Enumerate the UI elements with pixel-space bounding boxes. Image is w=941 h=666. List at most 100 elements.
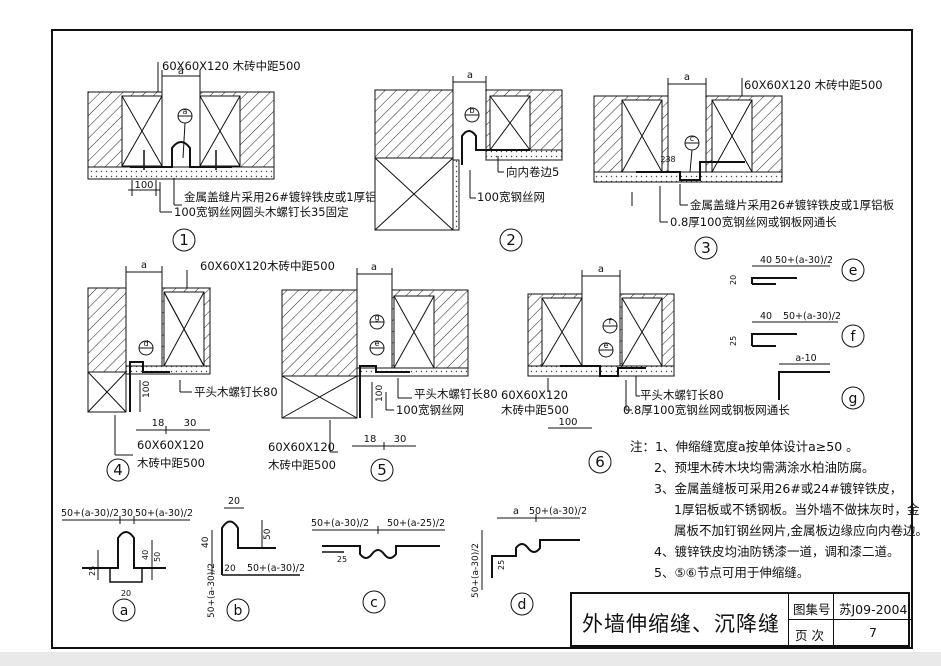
detail-4-number: 4 — [113, 461, 123, 479]
detail-4-label-top: 60X60X120木砖中距500 — [200, 259, 335, 273]
detail-3: 3 a 238 c 60X60X120 木砖中距500 金属盖缝片采用26#镀锌… — [593, 72, 895, 260]
detail-2-label-1: 向内卷边5 — [506, 165, 559, 179]
detail-3-label-bottom-2: 0.8厚100宽钢丝网或钢板网通长 — [670, 215, 837, 229]
detail-4-dim-a: a — [141, 260, 147, 271]
profile-d-dim-a: a — [513, 506, 519, 517]
profile-e-dim-20: 20 — [729, 275, 738, 285]
profile-f: f 40 50+(a-30)/2 25 — [729, 311, 865, 348]
profile-g-tag: g — [849, 391, 858, 407]
detail-5-label-4: 木砖中距500 — [268, 458, 336, 472]
detail-3-number: 3 — [701, 239, 711, 257]
profile-f-dim-r: 50+(a-30)/2 — [783, 311, 841, 322]
detail-4-label-2: 60X60X120 — [137, 438, 204, 452]
profile-e-tag: e — [849, 263, 858, 279]
note-2: 2、预埋木砖木块均需满涂水柏油防腐。 — [654, 460, 875, 475]
note-5: 5、⑤⑥节点可用于伸缩缝。 — [654, 565, 810, 580]
notes-lead: 注： — [630, 439, 656, 454]
profile-g: g a-10 — [778, 353, 865, 410]
profile-b-dim-20b: 20 — [224, 564, 236, 574]
detail-2-number: 2 — [506, 231, 516, 249]
detail-6-label-4: 0.8厚100宽钢丝网或钢板网通长 — [623, 403, 790, 417]
detail-5-tag-1: g — [374, 313, 379, 322]
detail-5-number: 5 — [377, 461, 387, 479]
title-block: 外墙伸缩缝、沉降缝 图集号 苏J09-2004 页 次 7 — [570, 592, 911, 647]
detail-2-dim-a: a — [467, 70, 473, 81]
profile-a: a 50+(a-30)/2 30 50+(a-30)/2 40 25 20 50 — [61, 508, 193, 622]
profile-a-dim-50: 50 — [153, 552, 162, 562]
detail-6-tag-2: e — [604, 341, 609, 350]
profile-c: c 50+(a-30)/2 50+(a-25)/2 25 — [311, 518, 445, 614]
note-3-cont-2: 属板不加钉钢丝网片,金属板边缘应向内卷边。 — [674, 523, 928, 538]
note-3-cont-1: 1厚铝板或不锈钢板。当外墙不做抹灰时，金 — [674, 502, 920, 517]
page-number-label: 页 次 — [795, 628, 824, 643]
profile-e-dim-40: 40 — [760, 255, 772, 266]
profile-c-dim-l: 50+(a-30)/2 — [311, 518, 369, 529]
profile-f-dim-40: 40 — [760, 311, 772, 322]
profile-e: e 40 50+(a-30)/2 20 — [729, 255, 865, 285]
detail-1-dim-100: 100 — [134, 180, 153, 191]
detail-3-dim-a: a — [684, 72, 690, 83]
note-4: 4、镀锌铁皮均油防锈漆一道，调和漆二道。 — [654, 544, 900, 559]
profile-a-dim-l: 50+(a-30)/2 — [61, 508, 119, 519]
profile-a-dim-40: 40 — [141, 550, 150, 560]
drawing-title: 外墙伸缩缝、沉降缝 — [582, 612, 780, 636]
profile-a-dim-25: 25 — [88, 566, 97, 576]
detail-4-tag: d — [143, 339, 148, 348]
profile-g-dim: a-10 — [795, 353, 816, 364]
detail-5-dim-100: 100 — [375, 385, 385, 402]
note-3: 3、金属盖缝板可采用26#或24#镀锌铁皮， — [654, 481, 903, 496]
profile-f-tag: f — [851, 329, 857, 345]
profile-d-dim-vert: 50+(a-30)/2 — [471, 543, 481, 598]
detail-6: 6 a 100 f e 平头木螺钉长80 60X60X120 木砖中距500 0… — [501, 264, 790, 474]
profile-a-dim-r: 50+(a-30)/2 — [135, 508, 193, 519]
detail-6-tag-1: f — [609, 317, 612, 326]
notes-block: 注：1、伸缩缝宽度a按单体设计a≥50 。 2、预埋木砖木块均需满涂水柏油防腐。… — [630, 436, 928, 583]
detail-6-label-2: 60X60X120 — [501, 388, 568, 402]
detail-6-label-1: 平头木螺钉长80 — [640, 388, 724, 402]
profile-b-dim-40: 40 — [201, 536, 211, 548]
detail-5-label-1: 平头木螺钉长80 — [414, 387, 498, 401]
detail-6-number: 6 — [595, 453, 605, 471]
detail-6-dim-100: 100 — [558, 417, 577, 428]
detail-4-dim-100: 100 — [142, 381, 152, 398]
profile-d-dim-25: 25 — [497, 560, 506, 570]
page-number-value: 7 — [869, 625, 877, 640]
profile-e-dim-r: 50+(a-30)/2 — [775, 255, 833, 266]
detail-1-tag: a — [183, 107, 188, 116]
profile-d: d a 50+(a-30)/2 50+(a-30)/2 25 — [471, 506, 587, 616]
detail-3-tag: c — [690, 134, 694, 143]
detail-4: 4 a 100 18 30 d 60X60X120木砖中距500 平头木螺钉长8… — [87, 259, 335, 482]
profile-a-tag: a — [120, 603, 129, 619]
atlas-number-label: 图集号 — [793, 602, 831, 617]
detail-2-tag: b — [469, 106, 474, 115]
sheet-border — [51, 29, 913, 649]
detail-4-label-1: 平头木螺钉长80 — [194, 385, 278, 399]
profile-f-dim-25: 25 — [729, 336, 738, 346]
detail-6-dim-a: a — [598, 264, 604, 275]
detail-1: 1 a 100 a 60X60X120 木砖中距500 金属盖缝片采用26#镀锌… — [87, 59, 389, 252]
profile-c-dim-r: 50+(a-25)/2 — [387, 518, 445, 529]
detail-2: 2 a b 向内卷边5 100宽钢丝网 — [374, 70, 563, 252]
profile-b-tag: b — [234, 603, 243, 619]
profile-d-dim-r: 50+(a-30)/2 — [529, 506, 587, 517]
detail-3-label-top: 60X60X120 木砖中距500 — [744, 78, 883, 92]
profile-a-dim-20: 20 — [121, 589, 131, 598]
detail-5-label-3: 60X60X120 — [268, 440, 335, 454]
profile-c-tag: c — [370, 595, 378, 611]
detail-1-label-top: 60X60X120 木砖中距500 — [162, 59, 301, 73]
profile-b-dim-50: 50 — [263, 528, 273, 540]
detail-4-label-3: 木砖中距500 — [137, 456, 205, 470]
detail-5-dim-a: a — [371, 262, 377, 273]
detail-5-dim-30: 30 — [394, 434, 407, 445]
profile-c-dim-25: 25 — [337, 555, 347, 564]
detail-4-dim-18: 18 — [152, 418, 165, 429]
viewer-bottom-bar — [0, 652, 941, 666]
detail-3-dim-238: 238 — [660, 155, 675, 164]
detail-1-number: 1 — [179, 231, 189, 249]
detail-5: 5 a 100 18 30 g e 平头木螺钉长80 100宽钢丝网 60X60… — [268, 262, 498, 482]
detail-4-dim-30: 30 — [184, 418, 197, 429]
atlas-number-value: 苏J09-2004 — [839, 602, 908, 617]
detail-1-dim-a: a — [178, 66, 184, 77]
profile-b-dim-bottom: 50+(a-30)/2 — [247, 563, 305, 574]
detail-2-label-2: 100宽钢丝网 — [477, 190, 545, 204]
